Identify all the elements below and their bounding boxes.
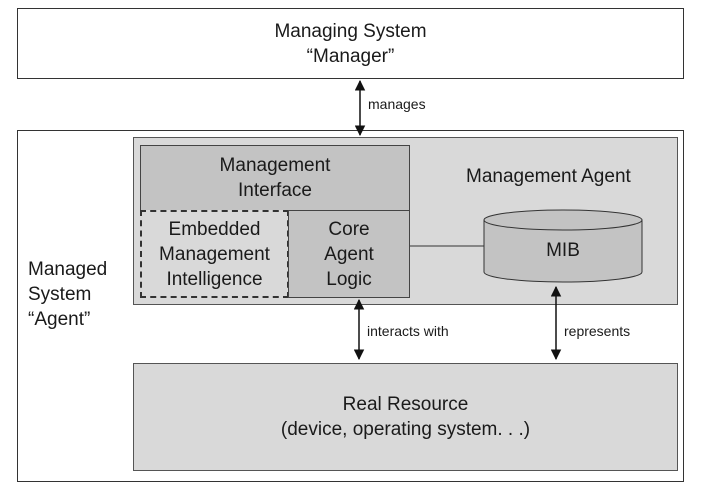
embedded-line1: Embedded <box>168 218 261 240</box>
managed-system-line3: “Agent” <box>28 309 91 330</box>
managed-system-label: Managed System “Agent” <box>28 257 138 332</box>
management-interface-box: Management Interface <box>140 145 410 211</box>
core-agent-logic-box: Core Agent Logic <box>288 210 410 298</box>
managing-system-subtitle: “Manager” <box>306 45 395 67</box>
represents-label: represents <box>564 323 631 339</box>
management-interface-line1: Management <box>219 155 331 176</box>
mib-cylinder <box>483 209 643 283</box>
managed-system-line1: Managed <box>28 259 108 280</box>
management-interface-line2: Interface <box>238 180 312 201</box>
real-resource-title: Real Resource <box>342 394 469 415</box>
mib-label: MIB <box>546 240 580 261</box>
management-agent-label: Management Agent <box>466 166 631 187</box>
core-agent-line2: Agent <box>324 243 374 265</box>
embedded-line3: Intelligence <box>166 268 263 290</box>
core-agent-line3: Logic <box>326 268 372 290</box>
core-agent-line1: Core <box>328 218 370 240</box>
embedded-management-intelligence-box: Embedded Management Intelligence <box>140 210 289 298</box>
interacts-with-label: interacts with <box>367 323 449 339</box>
managing-system-box: Managing System “Manager” <box>17 8 684 79</box>
embedded-line2: Management <box>159 243 270 265</box>
managing-system-title: Managing System <box>274 20 427 42</box>
real-resource-subtitle: (device, operating system. . .) <box>280 419 531 440</box>
manages-label: manages <box>368 96 426 112</box>
managed-system-line2: System <box>28 284 92 305</box>
real-resource-box: Real Resource (device, operating system.… <box>133 363 678 471</box>
